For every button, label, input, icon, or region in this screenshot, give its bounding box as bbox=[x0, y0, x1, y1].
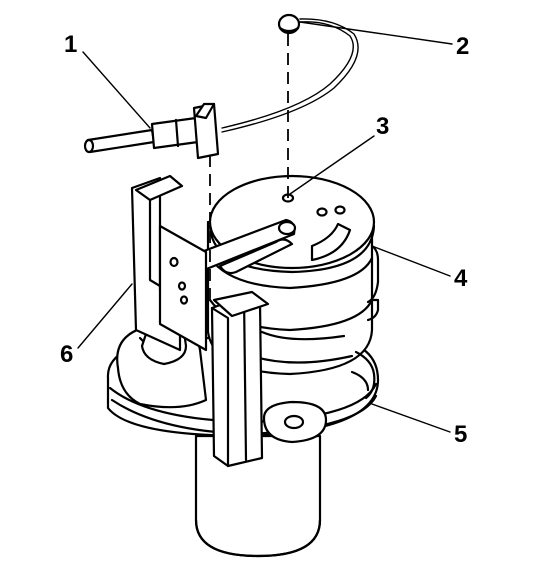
actuator-lever bbox=[194, 218, 297, 275]
callout-4: 4 bbox=[454, 265, 468, 292]
callout-2: 2 bbox=[456, 33, 469, 60]
callout-1: 1 bbox=[64, 31, 77, 58]
callout-3: 3 bbox=[376, 113, 389, 140]
mounting-bracket bbox=[130, 174, 270, 468]
callout-5: 5 bbox=[454, 421, 467, 448]
callout-6: 6 bbox=[60, 341, 73, 368]
cable-assembly bbox=[83, 13, 359, 300]
leader-lines bbox=[77, 21, 453, 433]
